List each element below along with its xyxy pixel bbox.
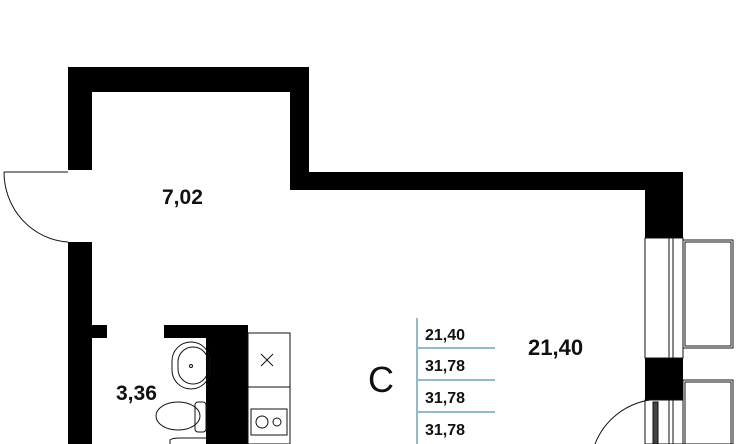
hob-icon [250, 408, 288, 436]
wall-top-hall [68, 67, 309, 92]
wall-top-living [290, 172, 683, 190]
balcony-door-arc [594, 399, 651, 444]
living-area-label: 21,40 [528, 335, 583, 360]
hall-area-label: 7,02 [162, 186, 203, 209]
entrance-door-arc [3, 171, 69, 243]
window-lower [644, 399, 684, 444]
area-table-row: 31,78 [425, 422, 465, 439]
apartment-type-label: С [368, 359, 394, 400]
washbasin-icon [171, 341, 211, 390]
wall-left-upper [68, 67, 92, 170]
area-table-row: 21,40 [425, 327, 465, 344]
doors [3, 171, 651, 444]
wall-right-upper [645, 172, 683, 238]
area-table: 21,40 31,78 31,78 31,78 [416, 318, 495, 444]
toilet-icon [155, 401, 201, 431]
area-table-row: 31,78 [425, 390, 465, 407]
balcony-lower [682, 379, 734, 444]
wall-hall-right [290, 67, 309, 190]
bath-area-label: 3,36 [116, 382, 157, 405]
kitchen-counter [247, 332, 291, 444]
kitchen-sink-icon [260, 353, 274, 367]
balcony-upper [682, 239, 734, 349]
walls [68, 67, 683, 444]
wall-left-lower [68, 242, 92, 444]
wall-bath-right [206, 325, 248, 444]
area-table-row: 31,78 [425, 358, 465, 375]
windows [644, 237, 734, 444]
wall-right-middle [645, 358, 683, 400]
fixtures [155, 332, 291, 444]
window-upper [644, 237, 684, 359]
wall-stub [92, 325, 107, 338]
